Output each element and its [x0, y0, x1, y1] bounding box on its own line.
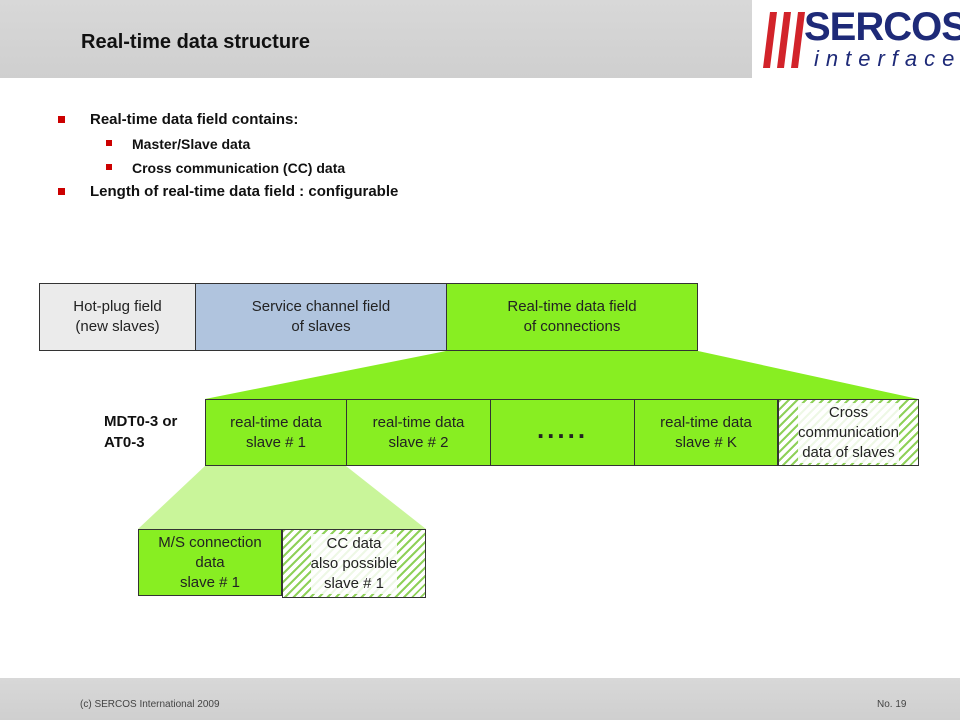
cross-communication-box: Cross communication data of slaves	[778, 399, 919, 466]
copyright-text: (c) SERCOS International 2009	[80, 699, 220, 710]
realtime-zoom-wedge	[205, 351, 918, 399]
slaveK-data-box: real-time data slave # K	[634, 399, 778, 466]
slave1-data-box: real-time data slave # 1	[205, 399, 347, 466]
sub-bullet-item: Master/Slave data	[56, 132, 398, 156]
bullet-text: Cross communication (CC) data	[132, 160, 346, 176]
cross-communication-label: Cross communication data of slaves	[798, 402, 899, 463]
bullet-square-icon	[106, 140, 112, 146]
realtime-field-box: Real-time data field of connections	[446, 283, 698, 351]
bullet-text: Length of real-time data field : configu…	[90, 183, 399, 200]
ms-connection-box: M/S connection data slave # 1	[138, 529, 282, 596]
bullet-square-icon	[106, 164, 112, 170]
slave2-data-box: real-time data slave # 2	[346, 399, 491, 466]
bullet-square-icon	[58, 116, 65, 123]
ellipsis-dots: .....	[536, 413, 589, 444]
slide-title: Real-time data structure	[81, 31, 310, 53]
slave1-zoom-wedge	[138, 466, 426, 529]
telegram-type-label: MDT0-3 or AT0-3	[104, 413, 178, 451]
logo-subtitle: interface	[814, 46, 960, 71]
service-channel-box: Service channel field of slaves	[195, 283, 447, 351]
footer-bar	[0, 678, 960, 720]
bullet-text: Real-time data field contains:	[90, 111, 299, 128]
sub-bullet-item: Cross communication (CC) data	[56, 156, 398, 180]
logo-wordmark: SERCOS	[804, 5, 960, 49]
bullet-item: Real-time data field contains:	[56, 108, 398, 132]
bullet-square-icon	[58, 188, 65, 195]
bullet-list: Real-time data field contains: Master/Sl…	[56, 108, 398, 204]
cc-data-box: CC data also possible slave # 1	[282, 529, 426, 598]
ellipsis-box: .....	[490, 399, 635, 466]
page-number: No. 19	[877, 699, 907, 710]
sercos-logo: SERCOS interface	[752, 0, 960, 78]
hotplug-field-box: Hot-plug field (new slaves)	[39, 283, 196, 351]
logo-bars-icon	[763, 12, 805, 68]
bullet-text: Master/Slave data	[132, 136, 251, 152]
bullet-item: Length of real-time data field : configu…	[56, 180, 398, 204]
cc-data-label: CC data also possible slave # 1	[310, 533, 398, 594]
